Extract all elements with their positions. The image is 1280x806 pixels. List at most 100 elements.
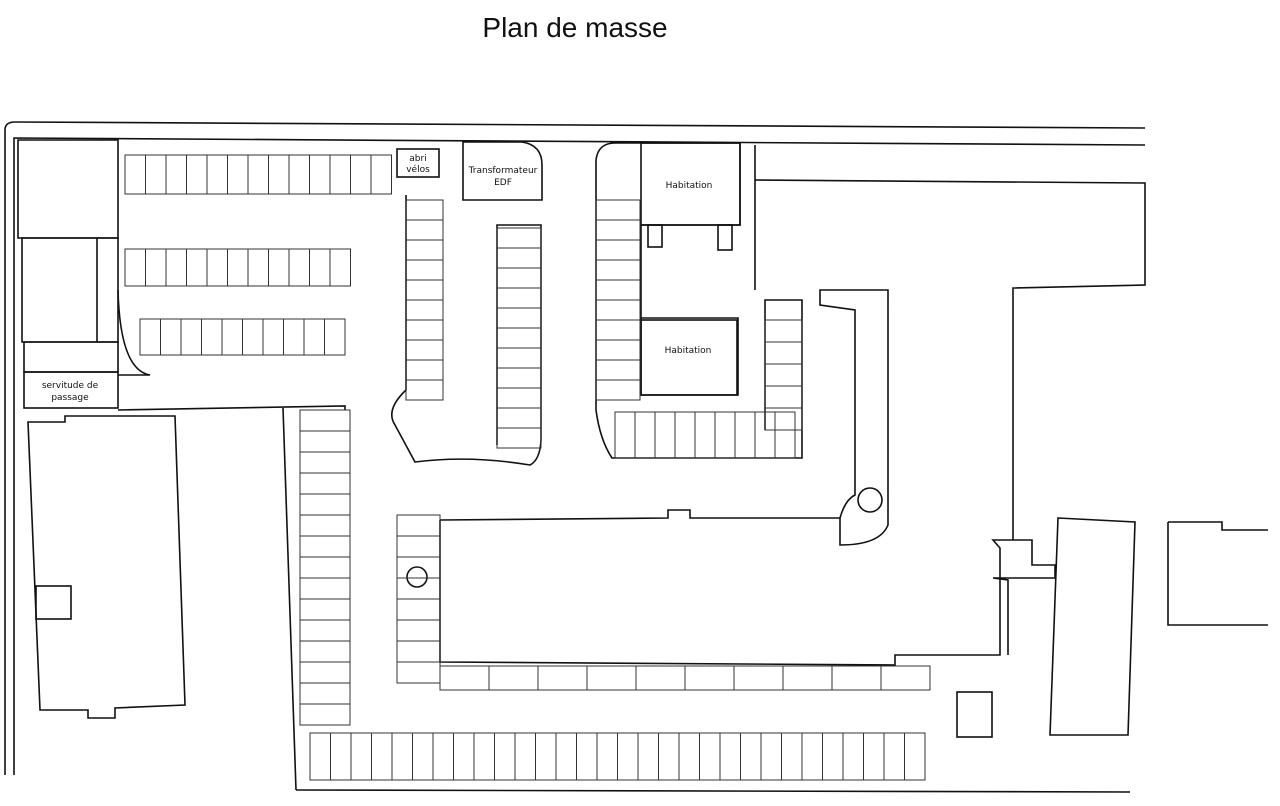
parking-stall xyxy=(496,347,542,369)
parking-stall xyxy=(405,259,444,281)
parking-stall xyxy=(186,248,208,287)
parking-stall xyxy=(299,619,351,642)
parking-stall xyxy=(883,732,905,781)
parking-stall xyxy=(694,411,716,459)
parking-stall xyxy=(299,535,351,558)
parking-stall xyxy=(496,367,542,389)
parking-stall xyxy=(299,430,351,453)
parking-stall xyxy=(595,199,641,221)
bike-shelter-label-1: abri xyxy=(409,154,426,164)
parking-stall xyxy=(405,379,444,401)
parking-stall xyxy=(714,411,736,459)
parking-stall xyxy=(405,219,444,241)
parking-stall xyxy=(299,409,351,432)
parking-stall xyxy=(405,199,444,221)
parking-stall xyxy=(774,411,796,459)
parking-stall xyxy=(842,732,864,781)
parking-stall xyxy=(719,732,741,781)
parking-stall xyxy=(227,154,249,195)
parking-stall xyxy=(637,732,659,781)
parking-stall xyxy=(145,248,167,287)
parking-stall xyxy=(904,732,926,781)
parking-stall xyxy=(396,598,441,621)
parking-stall xyxy=(496,247,542,269)
parking-stall xyxy=(733,665,784,691)
parking-stall xyxy=(439,665,490,691)
far-east-building xyxy=(1167,521,1268,626)
parking-stall xyxy=(206,248,228,287)
parking-stall xyxy=(268,248,290,287)
parking-stall xyxy=(635,665,686,691)
parking-stall xyxy=(595,299,641,321)
site-boundary xyxy=(4,121,1146,775)
parking-stall xyxy=(299,514,351,537)
parking-stall xyxy=(496,267,542,289)
parking-stall xyxy=(473,732,495,781)
parking-stall xyxy=(595,259,641,281)
stair xyxy=(647,224,663,248)
main-building xyxy=(439,289,1056,666)
parking-stall xyxy=(299,451,351,474)
parking-stall xyxy=(309,248,331,287)
spiral-stair-icon xyxy=(857,487,883,513)
parking-stall xyxy=(299,556,351,579)
parking-stall xyxy=(764,341,803,365)
housing-top xyxy=(640,142,741,226)
parking-stall xyxy=(299,577,351,600)
page-title: Plan de masse xyxy=(482,12,668,43)
parking-stall xyxy=(496,407,542,429)
parking-stall xyxy=(288,154,310,195)
parking-stall xyxy=(299,682,351,705)
stair xyxy=(717,224,733,251)
parking-stall xyxy=(350,154,372,195)
parking-stall xyxy=(396,514,441,537)
parking-stall xyxy=(371,732,393,781)
parking-stall xyxy=(160,318,182,356)
parking-stall xyxy=(576,732,598,781)
annex xyxy=(35,585,72,620)
parking-stall xyxy=(617,732,639,781)
parking-stall xyxy=(654,411,676,459)
parking-stall xyxy=(555,732,577,781)
parking-stall xyxy=(496,307,542,329)
parking-stall xyxy=(863,732,885,781)
parking-stall xyxy=(299,640,351,663)
transformer-label-1: Transformateur xyxy=(468,166,538,176)
parking-stall xyxy=(488,665,539,691)
transformer xyxy=(462,141,543,201)
parking-stall xyxy=(734,411,756,459)
parking-stall xyxy=(412,732,434,781)
building-top-left xyxy=(17,139,119,239)
parking-stall xyxy=(634,411,656,459)
parking-stall xyxy=(453,732,475,781)
parking-stall xyxy=(595,279,641,301)
parking-stall xyxy=(396,640,441,663)
transformer-label-2: EDF xyxy=(494,178,512,188)
parking-stall xyxy=(262,318,284,356)
inner-boundary xyxy=(13,137,1146,775)
parking-stalls xyxy=(124,154,931,781)
parking-stall xyxy=(831,665,882,691)
parking-stall xyxy=(678,732,700,781)
easement-box xyxy=(23,371,119,409)
road-edge xyxy=(117,289,151,376)
parking-stall xyxy=(283,318,305,356)
spiral-stair-icon xyxy=(406,566,428,588)
parking-stall xyxy=(596,732,618,781)
parking-stall xyxy=(299,493,351,516)
parking-stall xyxy=(396,619,441,642)
parking-stall xyxy=(760,732,782,781)
parking-stall xyxy=(405,359,444,381)
parking-stall xyxy=(247,154,269,195)
parking-stall xyxy=(699,732,721,781)
parking-stall xyxy=(391,732,413,781)
parking-stall xyxy=(186,154,208,195)
parking-stall xyxy=(496,387,542,409)
parking-stall xyxy=(781,732,803,781)
parking-stall xyxy=(782,665,833,691)
parking-stall xyxy=(880,665,931,691)
parking-stall xyxy=(405,339,444,361)
parking-stall xyxy=(227,248,249,287)
parking-stall xyxy=(496,287,542,309)
